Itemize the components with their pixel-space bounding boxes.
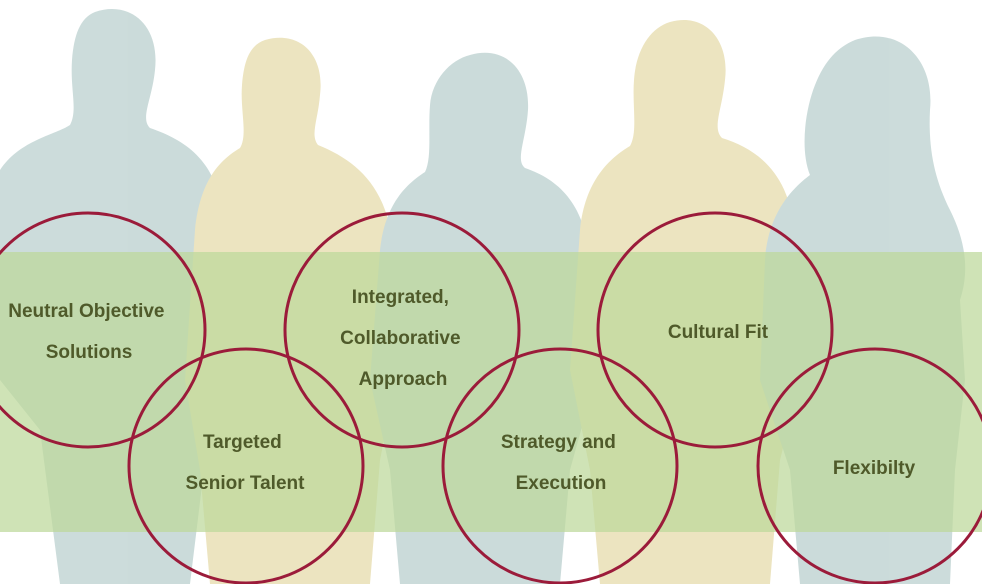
- circle-flexibility: [756, 347, 982, 584]
- label-integrated-collaborative-approach: Integrated, Collaborative Approach: [340, 287, 466, 390]
- value-circles: [0, 211, 982, 584]
- label-strategy-and-execution: Strategy and Execution: [501, 432, 621, 494]
- circle-labels: Neutral Objective Solutions Targeted Sen…: [8, 287, 915, 494]
- circle-targeted-senior-talent: [127, 347, 365, 584]
- circle-integrated-collaborative-approach: [283, 211, 521, 449]
- label-targeted-senior-talent: Targeted Senior Talent: [186, 432, 306, 494]
- label-flexibility: Flexibilty: [833, 458, 916, 479]
- circle-strategy-and-execution: [441, 347, 679, 584]
- circle-cultural-fit: [596, 211, 834, 449]
- label-neutral-objective-solutions: Neutral Objective Solutions: [8, 301, 170, 363]
- circle-neutral-objective-solutions: [0, 211, 207, 449]
- label-cultural-fit: Cultural Fit: [668, 322, 769, 343]
- highlight-band: [0, 252, 982, 532]
